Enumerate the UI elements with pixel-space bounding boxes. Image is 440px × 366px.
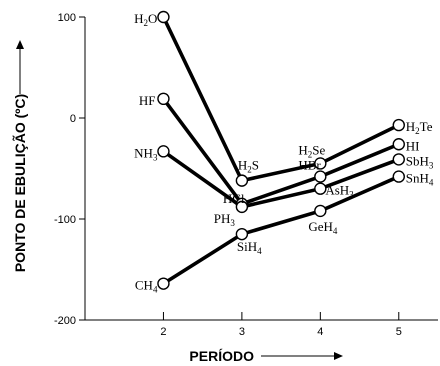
y-tick-label: -100 (54, 214, 76, 226)
point-label: SnH4 (406, 171, 434, 188)
point-label: SiH4 (237, 239, 262, 256)
point-label: NH3 (134, 145, 158, 162)
point-label: PH3 (214, 211, 236, 228)
y-tick-label: 100 (58, 12, 76, 24)
series-lines (161, 15, 401, 286)
point-label: AsH3 (325, 183, 354, 200)
data-point (235, 227, 249, 241)
y-axis-title: PONTO DE EBULIÇÃO (ºC) (11, 94, 28, 272)
data-point (157, 145, 170, 158)
data-point (314, 157, 327, 170)
point-label: CH4 (135, 278, 158, 295)
point-label: H2S (238, 158, 259, 175)
data-point (314, 182, 327, 195)
data-point (157, 277, 170, 290)
point-label: H2Se (298, 142, 325, 159)
data-point (314, 204, 327, 218)
series-line-1 (161, 97, 401, 206)
x-tick-label: 5 (396, 326, 402, 338)
data-point (314, 170, 327, 183)
x-axis-title-arrowhead (334, 352, 343, 360)
data-point (392, 138, 405, 151)
data-point (392, 153, 405, 166)
axis-ticks: 100 0 -100 -200 2 3 4 5 (54, 12, 402, 338)
series-markers (157, 10, 405, 290)
data-point (392, 118, 405, 132)
y-tick-label: -200 (54, 315, 76, 327)
series-line-3 (161, 174, 401, 286)
data-point (157, 92, 170, 106)
x-tick-label: 2 (160, 326, 166, 338)
point-label: GeH4 (308, 219, 338, 236)
point-label: H2O (134, 11, 157, 28)
series-line-0 (161, 15, 401, 183)
y-tick-label: 0 (70, 113, 76, 125)
point-label: HI (406, 138, 420, 153)
series-line-2 (161, 149, 401, 209)
data-point (157, 10, 170, 24)
y-axis-title-arrowhead (16, 40, 24, 49)
point-label: HF (139, 93, 156, 108)
point-label: HCl (223, 191, 245, 206)
data-point (235, 174, 249, 187)
x-tick-label: 4 (317, 326, 323, 338)
data-point (235, 200, 249, 214)
x-axis-title: PERÍODO (189, 348, 254, 364)
x-tick-label: 3 (239, 326, 245, 338)
point-label: HBr (298, 158, 321, 173)
point-label: SbH3 (406, 153, 434, 170)
data-point (392, 170, 405, 183)
point-label: H2Te (406, 119, 433, 136)
